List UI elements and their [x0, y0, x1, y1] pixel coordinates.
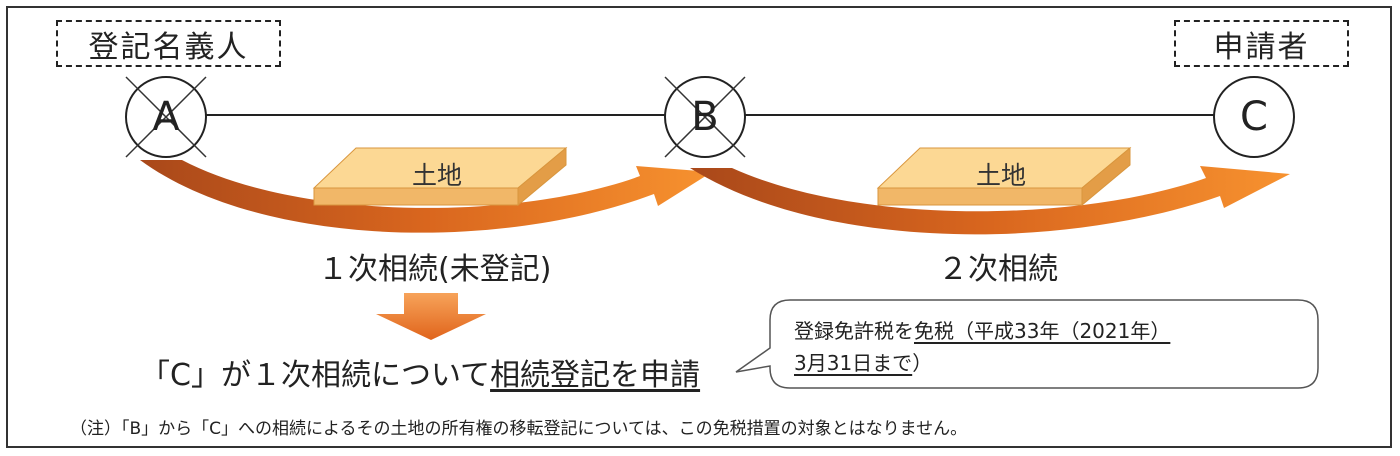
first-inheritance-label: １次相続(未登記) — [318, 252, 552, 287]
callout-line-2: 3月31日まで） — [794, 347, 1170, 379]
callout-text: 登録免許税を免税（平成33年（2021年） 3月31日まで） — [794, 315, 1170, 379]
node-a-label: A — [152, 94, 180, 140]
node-c-label: C — [1240, 94, 1268, 140]
diagram-frame — [6, 6, 1392, 448]
main-statement: 「C」が１次相続について相続登記を申請 — [140, 350, 700, 394]
land-label-2: 土地 — [976, 161, 1027, 190]
down-arrow — [376, 293, 486, 340]
main-statement-underlined: 相続登記を申請 — [490, 358, 701, 393]
second-inheritance-arrow — [690, 166, 1290, 235]
land-slab-1 — [312, 146, 568, 207]
callout-line1-part1: 登録免許税を — [794, 319, 914, 343]
main-statement-prefix: 「C」が１次相続について — [140, 358, 491, 393]
callout-line2-underlined: 3月31日まで — [794, 351, 913, 375]
cross-mark-b — [664, 76, 746, 158]
registered-owner-box: 登記名義人 — [56, 20, 281, 67]
node-c-circle — [1213, 76, 1295, 158]
land-label-1: 土地 — [412, 161, 463, 190]
callout-line-1: 登録免許税を免税（平成33年（2021年） — [794, 315, 1170, 347]
applicant-box: 申請者 — [1174, 20, 1349, 67]
cross-mark-a — [125, 76, 207, 158]
land-slab-2 — [876, 146, 1132, 207]
callout-line1-underlined: 免税 — [914, 319, 954, 343]
callout-bubble — [735, 299, 1319, 389]
node-b-label: B — [691, 94, 719, 140]
callout-line2-end: ） — [912, 351, 933, 375]
second-inheritance-label: ２次相続 — [938, 252, 1058, 287]
first-inheritance-arrow — [140, 160, 712, 233]
footnote: （注）「B」から「C」への相続によるその土地の所有権の移転登記については、この免… — [70, 419, 968, 439]
callout-line1-part2: （平成33年（2021年） — [954, 319, 1171, 343]
